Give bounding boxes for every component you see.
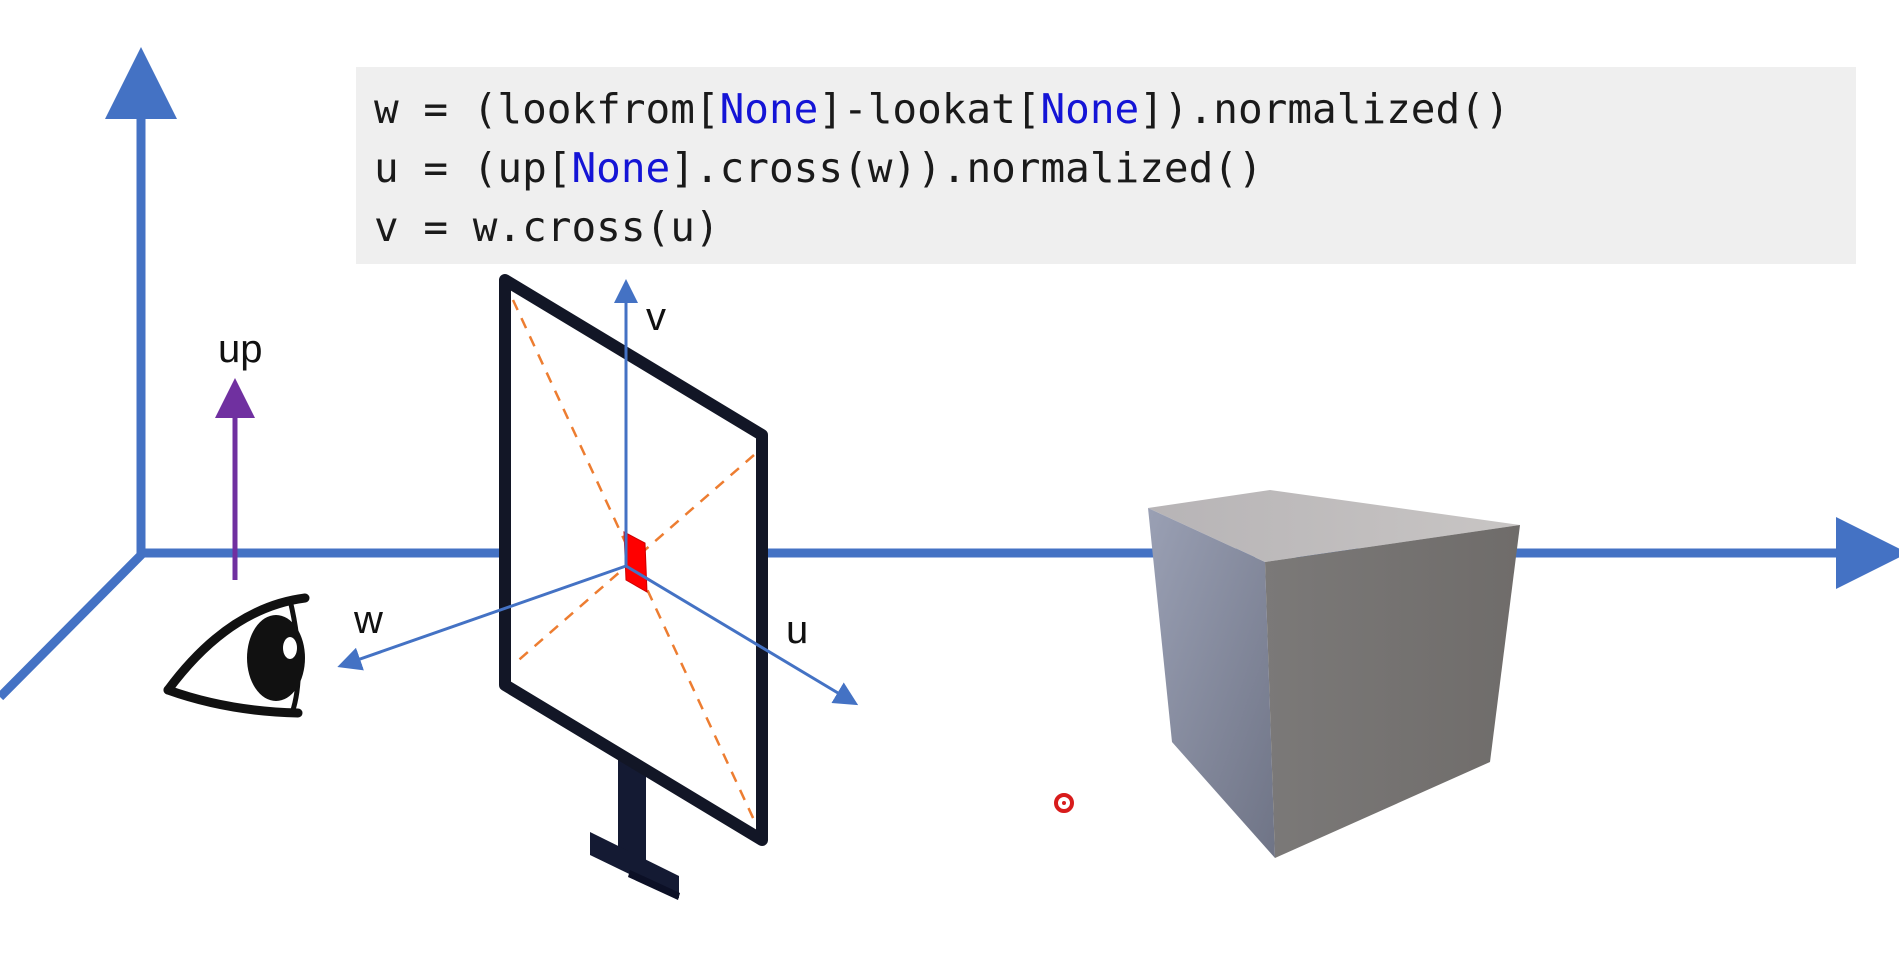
monitor-screen	[499, 274, 768, 846]
u-label: u	[786, 608, 808, 652]
cursor-marker	[1054, 793, 1074, 813]
u-vector	[625, 564, 859, 706]
cube	[1148, 490, 1520, 858]
screen-diagonal-2	[512, 454, 755, 666]
world-axes	[0, 47, 1899, 701]
camera-basis	[337, 279, 859, 706]
w-vector	[337, 564, 627, 671]
w-label: w	[353, 598, 383, 642]
world-axis-depth	[0, 549, 147, 701]
code-line-w: w = (lookfrom[None]-lookat[None]).normal…	[374, 85, 1510, 133]
code-block: w = (lookfrom[None]-lookat[None]).normal…	[356, 67, 1856, 264]
code-line-v: v = w.cross(u)	[374, 203, 720, 251]
up-label: up	[218, 327, 263, 371]
eye-icon	[163, 593, 310, 718]
monitor-stand	[590, 752, 680, 900]
v-label: v	[646, 295, 666, 339]
code-line-u: u = (up[None].cross(w)).normalized()	[374, 144, 1263, 192]
